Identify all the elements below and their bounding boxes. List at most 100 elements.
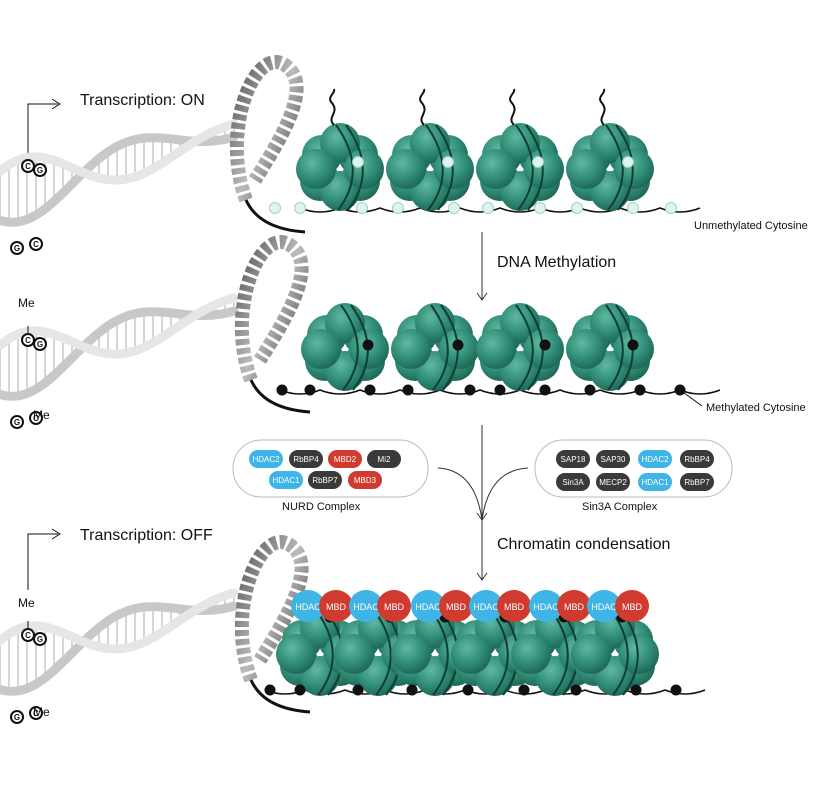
cytosine-base: [29, 411, 43, 425]
methylated-cytosine-s2n-0: [362, 339, 374, 351]
chromatin-condensation-label: Chromatin condensation: [497, 536, 671, 553]
methylated-cytosine-s2-4: [464, 384, 476, 396]
hdac-text: HDAC: [295, 602, 321, 612]
dna-loop-ribbon: [234, 235, 309, 383]
histone-lobe: [619, 634, 659, 674]
methylated-cytosine-s2n-3: [627, 339, 639, 351]
unmethylated-cytosine-s1n-0: [352, 156, 364, 168]
cytosine-letter: C: [33, 240, 39, 249]
unmethylated-cytosine-s1-7: [571, 202, 583, 214]
histone-lobe: [391, 634, 431, 674]
nurd-protein-mbd2: MBD2: [328, 450, 362, 468]
dna-strand: [0, 119, 239, 185]
dna-loop-ribbon: [229, 55, 304, 203]
unmethylated-cytosine-s1-3: [392, 202, 404, 214]
hdac-text: HDAC: [353, 602, 379, 612]
cytosine-base: [21, 159, 35, 173]
sin3a-protein-rbbp4-text: RbBP4: [684, 455, 710, 464]
cytosine-letter: C: [25, 631, 31, 640]
methyl-label-bottom-2: Me: [33, 408, 50, 422]
guanine-letter: G: [37, 635, 43, 644]
guanine-letter: G: [14, 244, 20, 253]
methylated-cytosine-s3-1: [294, 684, 306, 696]
mbd-bubble: [319, 590, 353, 622]
merge-curve: [437, 467, 529, 521]
guanine-letter: G: [37, 166, 43, 175]
cytosine-letter: C: [25, 162, 31, 171]
transcription-off-label: Transcription: OFF: [80, 527, 213, 544]
histone-lobe: [451, 634, 491, 674]
sin3a-protein-sap18-text: SAP18: [561, 455, 586, 464]
arrow-head-3: [476, 572, 488, 581]
nurd-protein-rbbp7-text: RbBP7: [312, 476, 338, 485]
histone-lobe: [391, 329, 431, 369]
methyl-label-top-3: Me: [18, 596, 35, 610]
mbd-text: MBD: [504, 602, 525, 612]
dna-strand: [0, 588, 239, 654]
sin3a-protein-sap30: SAP30: [596, 450, 630, 468]
methylated-cytosine-s2-7: [584, 384, 596, 396]
sin3a-protein-rbbp4-shape: [680, 450, 714, 468]
wrapped-dna: [435, 124, 454, 211]
hdac-mbd-pair-3: HDAC MBD: [469, 590, 531, 622]
wrapped-dna: [515, 124, 534, 211]
unmethylated-cytosine-s1-2: [356, 202, 368, 214]
wrapped-dna: [315, 609, 334, 696]
sin3a-protein-hdac1-text: HDAC1: [641, 478, 669, 487]
cytosine-base: [29, 237, 43, 251]
sin3a-protein-sap30-shape: [596, 450, 630, 468]
hdac-bubble: [469, 590, 503, 622]
unmethylated-cytosine-s1-5: [482, 202, 494, 214]
methylated-cytosine-label: Methylated Cytosine: [706, 402, 806, 414]
sin3a-protein-rbbp7-shape: [680, 473, 714, 491]
nurd-protein-hdac2-text: HDAC2: [252, 455, 280, 464]
nurd-protein-hdac1-shape: [269, 471, 303, 489]
histone-lobe: [476, 149, 516, 189]
wrapped-dna: [515, 304, 534, 391]
mbd-bubble: [557, 590, 591, 622]
nucleosome-s1-3: [566, 88, 654, 211]
dna-loop-1: [229, 55, 306, 234]
nurd-protein-mbd2-shape: [328, 450, 362, 468]
methylated-cytosine-s2n-2: [539, 339, 551, 351]
unmethylated-cytosine-s1-9: [665, 202, 677, 214]
unmethylated-cytosine-label: Unmethylated Cytosine: [694, 220, 808, 232]
nurd-protein-mi2: Mi2: [367, 450, 401, 468]
wrapped-dna: [550, 609, 569, 696]
methylated-cytosine-s2-5: [494, 384, 506, 396]
hdac-text: HDAC: [473, 602, 499, 612]
sin3a-protein-sin3a-shape: [556, 473, 590, 491]
histone-lobe: [386, 149, 426, 189]
histone-tail: [599, 88, 606, 126]
methylated-cytosine-s3-2: [352, 684, 364, 696]
histone-lobe: [566, 149, 606, 189]
sin3a-protein-sap18-shape: [556, 450, 590, 468]
nucleosome-s2-0: [301, 303, 389, 391]
hdac-bubble: [291, 590, 325, 622]
nurd-protein-rbbp7-shape: [308, 471, 342, 489]
methylated-cytosine-s2n-1: [452, 339, 464, 351]
histone-lobe: [301, 329, 341, 369]
methylated-cytosine-s3-6: [570, 684, 582, 696]
wrapped-dna: [615, 124, 634, 211]
guanine-letter: G: [14, 418, 20, 427]
sin3a-protein-hdac2-shape: [638, 450, 672, 468]
histone-lobe: [476, 329, 516, 369]
unmethylated-cytosine-s1-1: [294, 202, 306, 214]
mbd-bubble: [377, 590, 411, 622]
guanine-base: [10, 241, 24, 255]
guanine-base: [10, 415, 24, 429]
nucleosome-s2-1: [391, 303, 479, 391]
cytosine-letter: C: [25, 336, 31, 345]
methylated-cytosine-s3-8: [670, 684, 682, 696]
nurd-protein-mi2-shape: [367, 450, 401, 468]
wrapped-dna: [345, 124, 364, 211]
cytosine-letter: C: [33, 709, 39, 718]
sin3a-protein-mecp2: MECP2: [596, 473, 630, 491]
dna-loop-ribbon: [234, 535, 309, 683]
methylated-cytosine-s2-2: [364, 384, 376, 396]
dna-methylation-label: DNA Methylation: [497, 254, 617, 271]
